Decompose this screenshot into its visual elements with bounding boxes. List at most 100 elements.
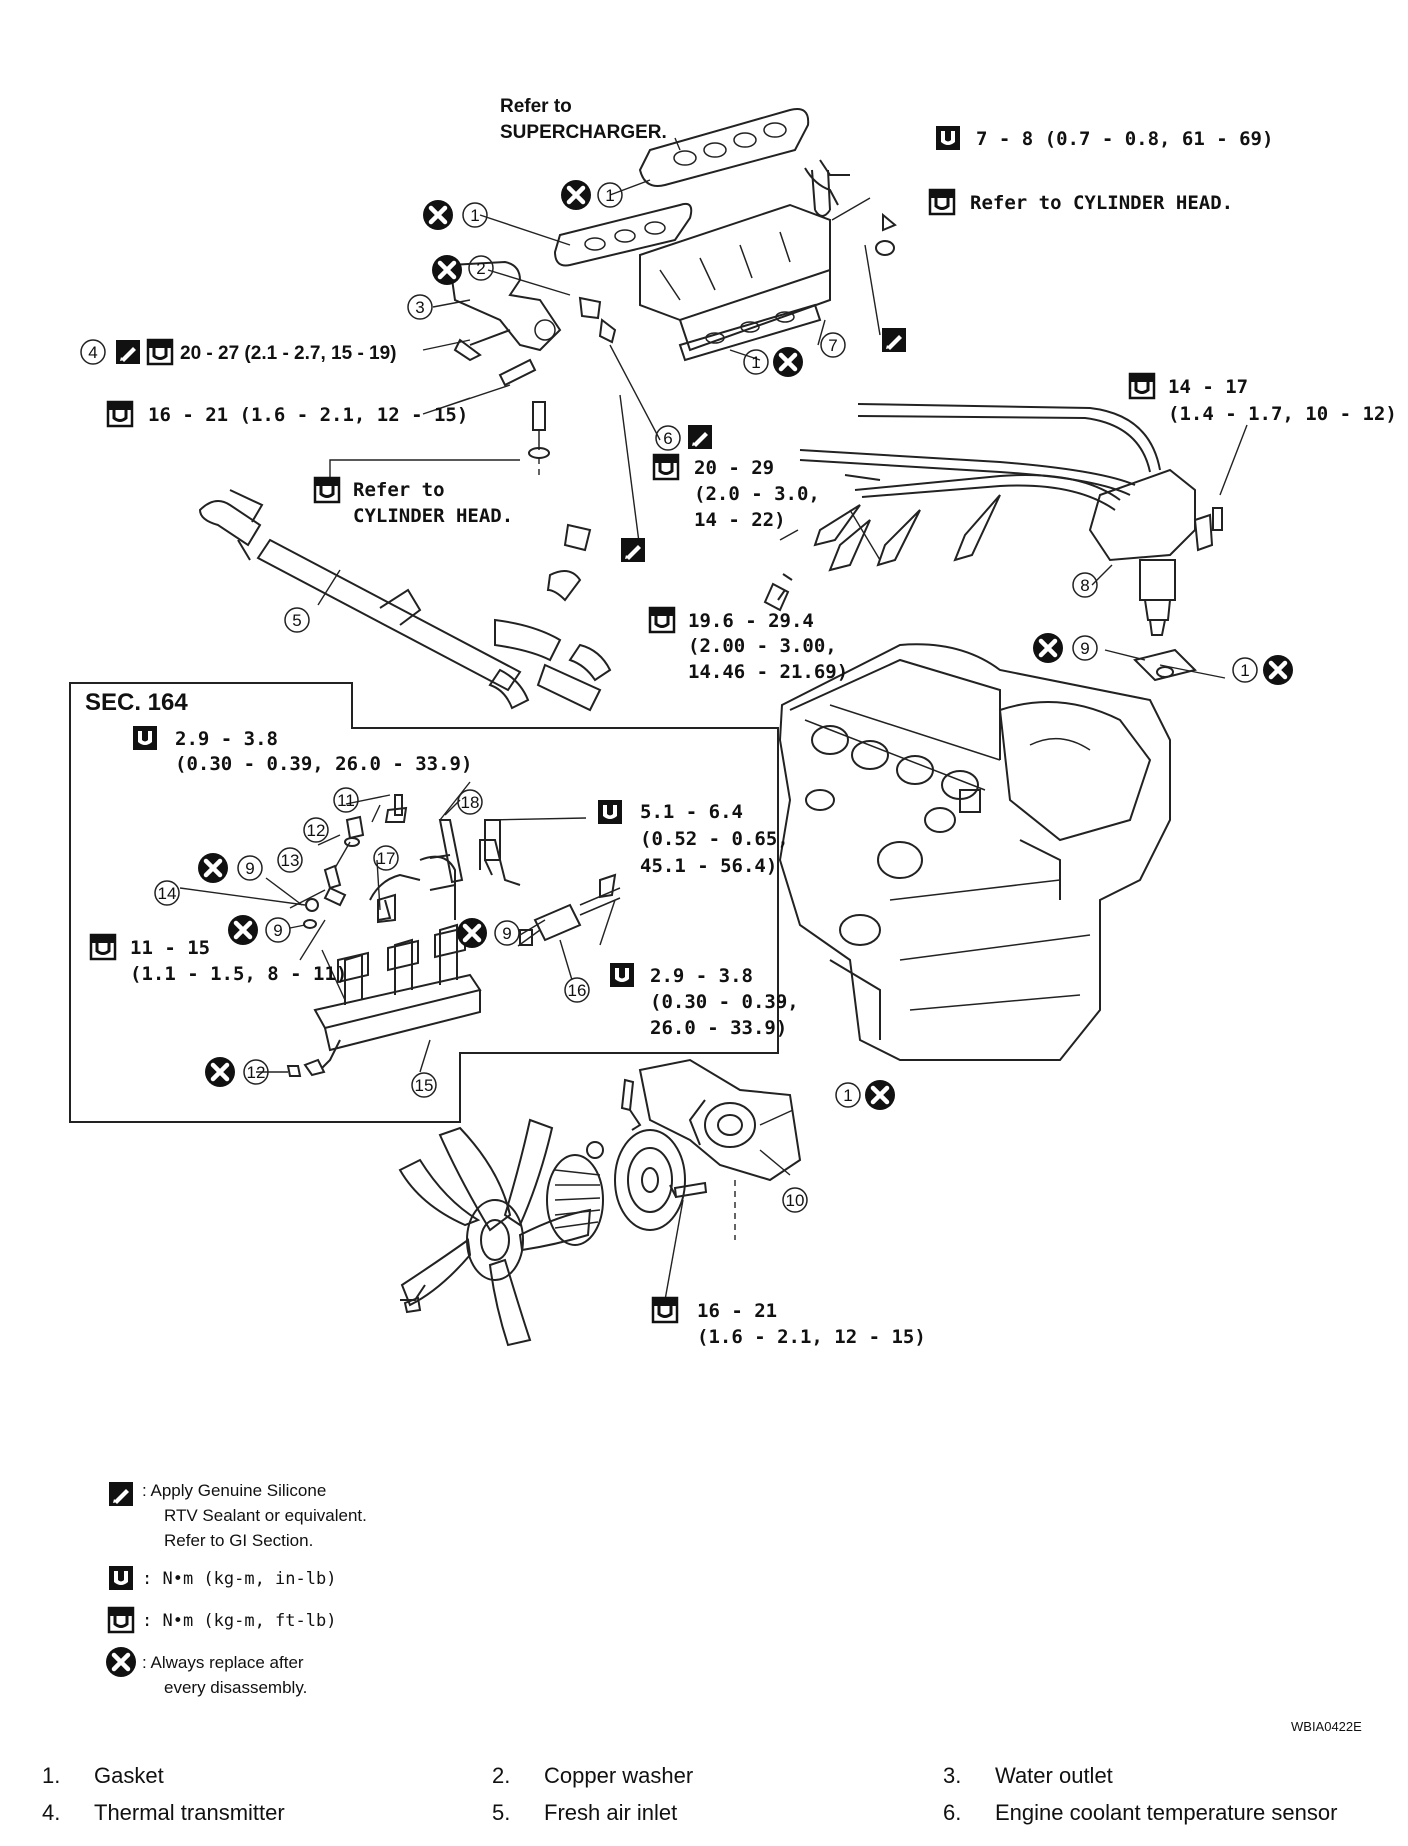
svg-text:16: 16 [568, 981, 587, 1000]
item-number: 2. [492, 1763, 511, 1788]
svg-text:16 - 21 (1.6 - 2.1, 12 - 15): 16 - 21 (1.6 - 2.1, 12 - 15) [148, 404, 468, 426]
svg-text:Refer to CYLINDER HEAD.: Refer to CYLINDER HEAD. [970, 192, 1233, 214]
svg-text:(1.6 - 2.1, 12 - 15): (1.6 - 2.1, 12 - 15) [697, 1326, 926, 1348]
svg-text:14: 14 [158, 884, 177, 903]
svg-text:(1.1 - 1.5, 8 - 11): (1.1 - 1.5, 8 - 11) [130, 963, 347, 985]
svg-text:every disassembly.: every disassembly. [164, 1678, 307, 1697]
svg-text:8: 8 [1080, 576, 1089, 595]
lower-manifold-gasket-2 [678, 303, 822, 362]
inset-torque-5-1: 5.1 - 6.4 (0.52 - 0.65, 45.1 - 56.4) [598, 800, 789, 877]
svg-text:2.9 - 3.8: 2.9 - 3.8 [175, 728, 278, 750]
sec-164-inset-frame [69, 682, 779, 1123]
upper-manifold-gasket [638, 108, 810, 187]
svg-text:: Apply Genuine Silicone: : Apply Genuine Silicone [142, 1481, 326, 1500]
engine-block [778, 643, 1171, 1061]
svg-text:9: 9 [245, 859, 254, 878]
svg-text:9: 9 [273, 921, 282, 940]
svg-text:(2.0 - 3.0,: (2.0 - 3.0, [694, 483, 820, 505]
water-pump [620, 1058, 802, 1240]
inset-small-parts [303, 794, 533, 946]
callout-torque-7-8: 7 - 8 (0.7 - 0.8, 61 - 69) [936, 126, 1273, 150]
inset-torque-11-15: 11 - 15 (1.1 - 1.5, 8 - 11) [89, 933, 347, 985]
svg-text:20 - 29: 20 - 29 [694, 457, 774, 479]
svg-text:20 - 27 (2.1 - 2.7, 15 - 19): 20 - 27 (2.1 - 2.7, 15 - 19) [180, 343, 397, 364]
inset-torque-2-9-right: 2.9 - 3.8 (0.30 - 0.39, 26.0 - 33.9) [610, 963, 799, 1039]
callout-torque-14-17: 14 - 17 (1.4 - 1.7, 10 - 12) [1128, 372, 1397, 425]
svg-text:14 - 22): 14 - 22) [694, 509, 786, 531]
svg-text:(2.00 - 3.00,: (2.00 - 3.00, [688, 635, 837, 657]
item-name: Fresh air inlet [544, 1800, 678, 1825]
svg-text:2.9 - 3.8: 2.9 - 3.8 [650, 965, 753, 987]
svg-text:4: 4 [88, 343, 97, 362]
callout-torque-16-21-top: 16 - 21 (1.6 - 2.1, 12 - 15) [106, 400, 468, 428]
svg-text:Refer to: Refer to [500, 96, 572, 117]
item-number: 4. [42, 1800, 61, 1825]
svg-text:11: 11 [337, 791, 355, 810]
item-name: Gasket [94, 1763, 164, 1788]
fresh-air-inlet-pipe [198, 489, 612, 712]
svg-text:1: 1 [605, 186, 614, 205]
callout-torque-19-6: 19.6 - 29.4 (2.00 - 3.00, 14.46 - 21.69) [648, 606, 848, 683]
svg-text:RTV Sealant or equivalent.: RTV Sealant or equivalent. [164, 1506, 367, 1525]
item-name: Thermal transmitter [94, 1800, 285, 1825]
svg-text:1: 1 [470, 206, 479, 225]
svg-text:: N•m (kg-m, in-lb): : N•m (kg-m, in-lb) [142, 1569, 336, 1589]
svg-text:12: 12 [307, 821, 326, 840]
svg-text:7: 7 [828, 336, 837, 355]
svg-text:1: 1 [751, 353, 760, 372]
svg-text:3: 3 [415, 298, 424, 317]
fuel-rail-assembly [286, 839, 621, 1077]
item-number: 5. [492, 1800, 511, 1825]
figure-code: WBIA0422E [1291, 1719, 1362, 1734]
svg-text:SUPERCHARGER.: SUPERCHARGER. [500, 122, 667, 143]
item-name: Engine coolant temperature sensor [995, 1800, 1338, 1825]
item-number: 6. [943, 1800, 962, 1825]
svg-text:: N•m (kg-m, ft-lb): : N•m (kg-m, ft-lb) [142, 1611, 336, 1631]
inset-title: SEC. 164 [85, 689, 188, 716]
svg-text:Refer to: Refer to [353, 479, 445, 501]
svg-text:17: 17 [377, 849, 396, 868]
callout-cylinder-head-top: Refer to CYLINDER HEAD. [928, 188, 1233, 216]
fan-clutch [546, 1154, 604, 1246]
callout-torque-16-21-bottom: 16 - 21 (1.6 - 2.1, 12 - 15) [651, 1296, 926, 1348]
spark-plug-wires [763, 403, 1161, 612]
svg-text:: Always replace after: : Always replace after [142, 1653, 304, 1672]
svg-text:15: 15 [415, 1076, 434, 1095]
svg-text:13: 13 [281, 851, 300, 870]
svg-text:9: 9 [1080, 639, 1089, 658]
svg-text:7 - 8 (0.7 - 0.8, 61 - 69): 7 - 8 (0.7 - 0.8, 61 - 69) [976, 128, 1273, 150]
distributor [1088, 468, 1223, 682]
svg-text:1: 1 [843, 1086, 852, 1105]
svg-text:16 - 21: 16 - 21 [697, 1300, 777, 1322]
svg-text:CYLINDER HEAD.: CYLINDER HEAD. [353, 505, 513, 527]
item-name: Water outlet [995, 1763, 1113, 1788]
item-name: Copper washer [544, 1763, 694, 1788]
svg-text:14 - 17: 14 - 17 [1168, 376, 1248, 398]
svg-text:6: 6 [663, 429, 672, 448]
water-outlet-assembly [448, 260, 617, 387]
cooling-fan [398, 1118, 592, 1347]
svg-text:11 - 15: 11 - 15 [130, 937, 210, 959]
svg-text:Refer to GI Section.: Refer to GI Section. [164, 1531, 313, 1550]
callout-supercharger: Refer to SUPERCHARGER. [500, 96, 667, 143]
lower-manifold-gasket [553, 202, 693, 267]
svg-text:1: 1 [1240, 661, 1249, 680]
svg-text:19.6 - 29.4: 19.6 - 29.4 [688, 610, 814, 632]
water-hose [811, 169, 897, 256]
center-bolt [528, 401, 550, 480]
pump-bolt [669, 1181, 708, 1199]
item-number: 3. [943, 1763, 962, 1788]
svg-text:5: 5 [292, 611, 301, 630]
fan-pulley [586, 1129, 686, 1231]
leader-lines [179, 137, 1248, 1301]
svg-text:9: 9 [502, 924, 511, 943]
legend: : Apply Genuine Silicone RTV Sealant or … [106, 1481, 367, 1697]
svg-text:45.1 - 56.4): 45.1 - 56.4) [640, 855, 777, 877]
svg-text:5.1 - 6.4: 5.1 - 6.4 [640, 801, 743, 823]
item-number: 1. [42, 1763, 61, 1788]
svg-text:(0.52 - 0.65,: (0.52 - 0.65, [640, 828, 789, 850]
callout-torque-20-27: 4 20 - 27 (2.1 - 2.7, 15 - 19) [80, 338, 397, 366]
svg-text:2: 2 [476, 259, 485, 278]
callout-torque-20-29: 20 - 29 (2.0 - 3.0, 14 - 22) [652, 453, 820, 531]
intake-manifold [639, 159, 850, 352]
